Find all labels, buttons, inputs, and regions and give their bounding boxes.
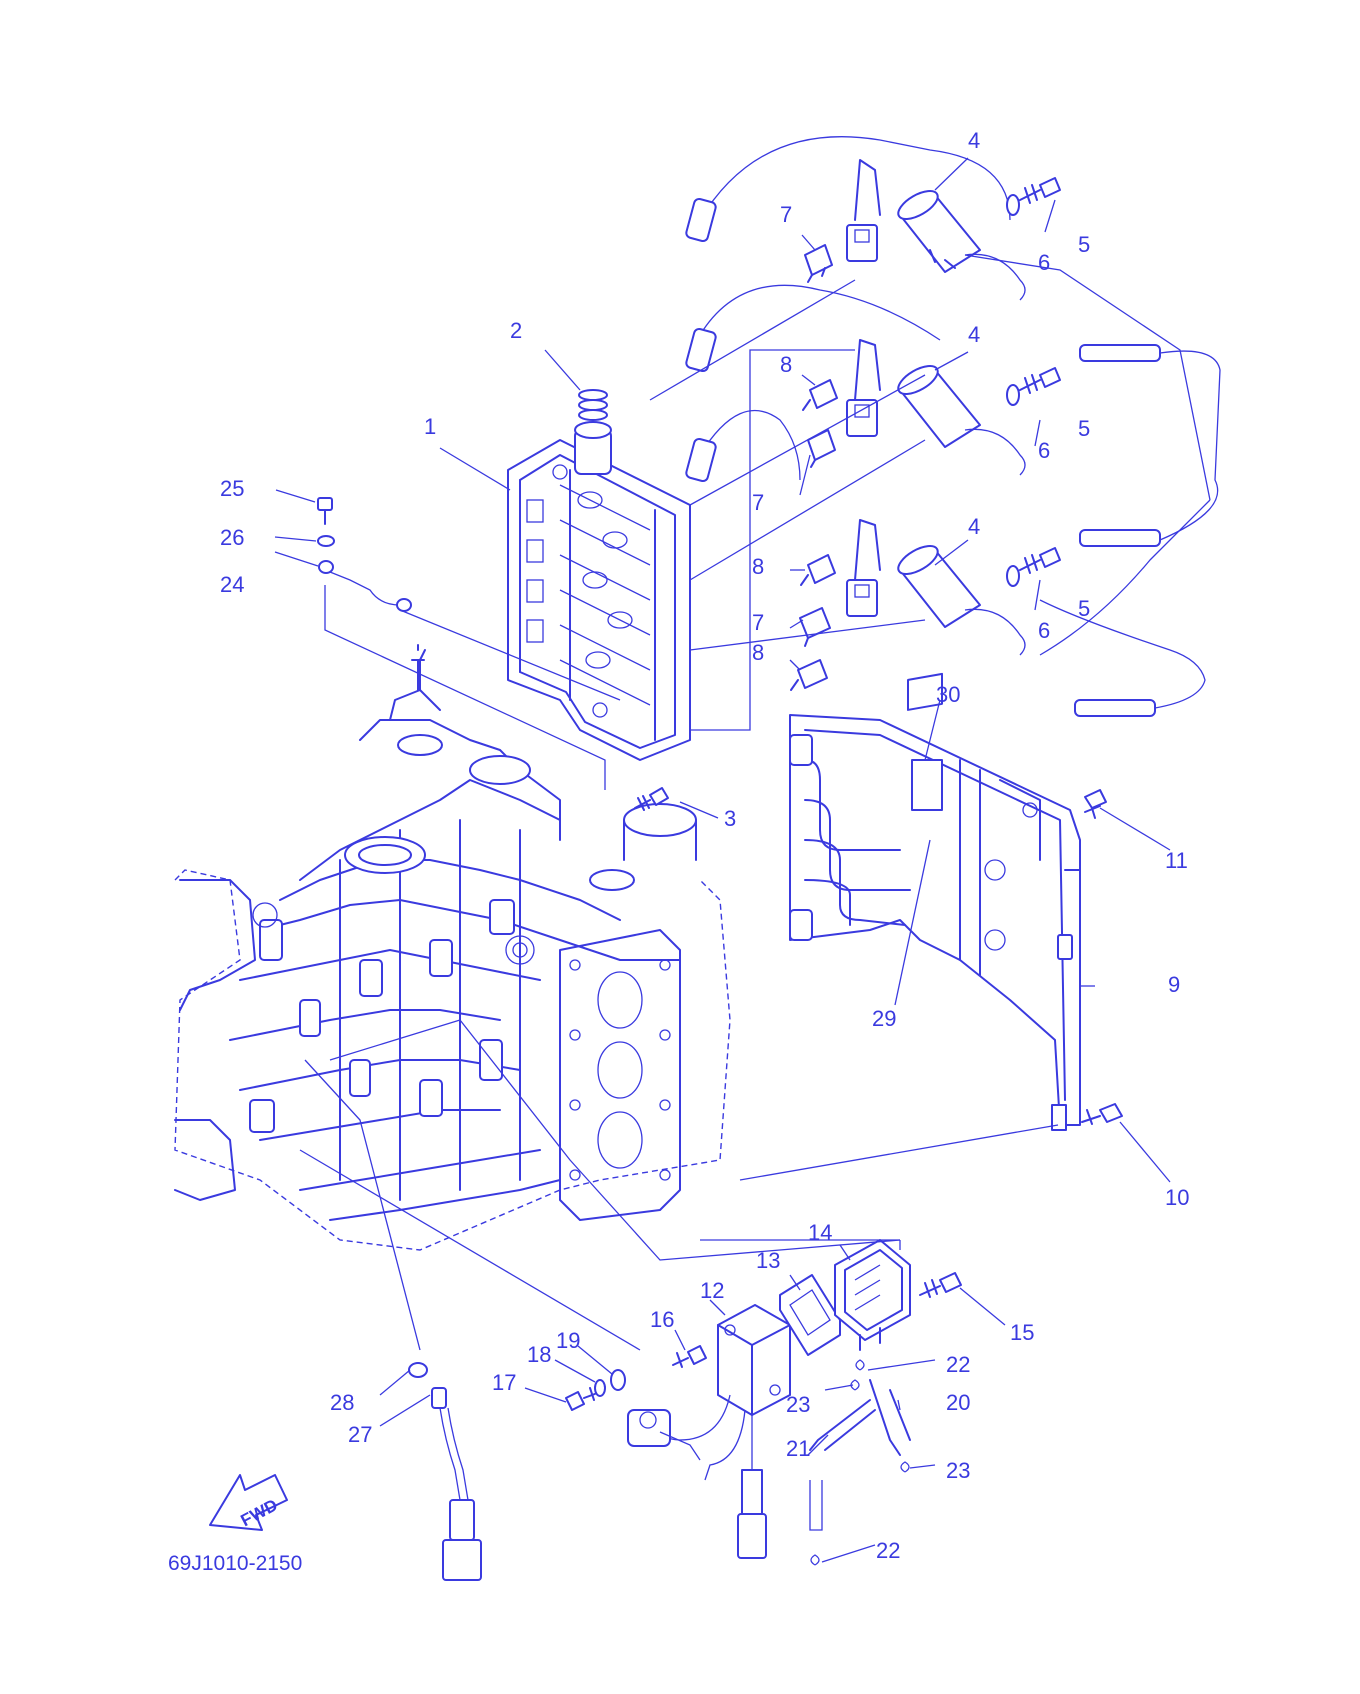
label-6b: 6 (1038, 438, 1050, 463)
ignition-coil-3 (846, 519, 1026, 656)
rectifier-regulator-12 (627, 1304, 791, 1559)
grommet-28 (408, 1362, 428, 1378)
cdi-unit-plate (507, 421, 691, 761)
label-23b: 23 (946, 1458, 970, 1483)
label-7a: 7 (780, 202, 792, 227)
label-3: 3 (724, 806, 736, 831)
label-20: 20 (946, 1390, 970, 1415)
label-15: 15 (1010, 1320, 1034, 1345)
label-16: 16 (650, 1307, 674, 1332)
label-11: 11 (1165, 848, 1188, 873)
callout-labels: 1 2 3 4 4 4 5 5 5 6 6 6 7 7 7 8 8 8 9 10… (168, 128, 1189, 1575)
clamps-7-8 (790, 244, 838, 691)
label-26: 26 (220, 525, 244, 550)
bolt-17 (565, 1387, 601, 1411)
coil-bolts-5 (1019, 177, 1061, 574)
bolts-10-11 (1081, 789, 1123, 1125)
grommet-2 (578, 389, 608, 421)
label-4a: 4 (968, 128, 980, 153)
label-23a: 23 (786, 1392, 810, 1417)
label-30: 30 (936, 682, 960, 707)
fwd-arrow: FWD (209, 1474, 288, 1531)
label-4c: 4 (968, 514, 980, 539)
label-18: 18 (527, 1342, 551, 1367)
reed-valve-14 (834, 1239, 911, 1351)
label-29: 29 (872, 1006, 896, 1031)
label-5c: 5 (1078, 596, 1090, 621)
label-5a: 5 (1078, 232, 1090, 257)
label-8b: 8 (752, 554, 764, 579)
bolt-25 (317, 497, 333, 525)
label-10: 10 (1165, 1185, 1189, 1210)
label-22a: 22 (946, 1352, 970, 1377)
label-6a: 6 (1038, 250, 1050, 275)
ground-lead-24 (318, 560, 412, 612)
cover-9 (789, 714, 1081, 1131)
label-6c: 6 (1038, 618, 1050, 643)
spark-plug-leads (685, 136, 1221, 717)
bolt-3 (634, 787, 669, 811)
gasket-13 (779, 1274, 841, 1356)
leader-lines (274, 157, 1171, 1563)
label-5b: 5 (1078, 416, 1090, 441)
label-28: 28 (330, 1390, 354, 1415)
engine-block (174, 644, 731, 1251)
label-plate-29 (907, 672, 943, 711)
label-21: 21 (786, 1436, 810, 1461)
label-12: 12 (700, 1278, 724, 1303)
bolt-16 (672, 1345, 707, 1368)
label-8c: 8 (752, 640, 764, 665)
clips-22-23 (810, 1359, 910, 1566)
ignition-coil-2 (846, 339, 1026, 476)
label-25: 25 (220, 476, 244, 501)
label-7b: 7 (752, 490, 764, 515)
label-22b: 22 (876, 1538, 900, 1563)
hose-20-21 (809, 1379, 911, 1531)
label-8a: 8 (780, 352, 792, 377)
label-19: 19 (556, 1328, 580, 1353)
bolt-15 (919, 1272, 962, 1298)
thermosensor-27 (431, 1387, 482, 1581)
label-24: 24 (220, 572, 244, 597)
label-7c: 7 (752, 610, 764, 635)
label-13: 13 (756, 1248, 780, 1273)
label-17: 17 (492, 1370, 516, 1395)
diagram-code: 69J1010-2150 (168, 1552, 302, 1575)
washer-19 (610, 1369, 626, 1391)
label-plate-30 (911, 759, 943, 811)
label-9: 9 (1168, 972, 1180, 997)
washers-6 (1006, 194, 1020, 587)
label-14: 14 (808, 1220, 832, 1245)
washer-18 (594, 1379, 606, 1397)
label-2: 2 (510, 318, 522, 343)
washer-26 (317, 535, 335, 547)
label-27: 27 (348, 1422, 372, 1447)
ignition-coil-1 (846, 159, 1211, 501)
label-4b: 4 (968, 322, 980, 347)
label-1: 1 (424, 414, 436, 439)
